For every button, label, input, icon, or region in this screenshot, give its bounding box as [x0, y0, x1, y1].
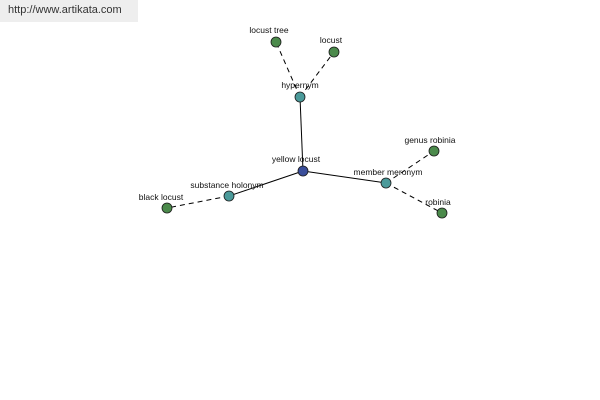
- node-genus-robinia[interactable]: [428, 145, 440, 157]
- node-locust-tree[interactable]: [270, 36, 282, 48]
- edge-member-meronym-to-genus-robinia: [385, 150, 435, 184]
- node-substance-holonym[interactable]: [223, 190, 235, 202]
- edge-yellow-locust-to-member-meronym: [302, 170, 387, 184]
- node-locust[interactable]: [328, 46, 340, 58]
- labels-layer: yellow locust hypernym locust tree locust me…: [139, 25, 456, 207]
- node-label-locust[interactable]: locust: [320, 35, 343, 45]
- node-robinia[interactable]: [436, 207, 448, 219]
- node-yellow-locust[interactable]: [297, 165, 309, 177]
- node-member-meronym[interactable]: [380, 177, 392, 189]
- edge-hypernym-to-locust-tree: [275, 41, 301, 98]
- nodes-layer: [161, 36, 448, 219]
- edge-yellow-locust-to-hypernym: [299, 96, 304, 172]
- edges-layer: [166, 41, 443, 214]
- node-label-substance-holonym[interactable]: substance holonym: [190, 180, 263, 190]
- watermark-url: http://www.artikata.com: [0, 0, 138, 22]
- edge-hypernym-to-locust: [299, 51, 335, 98]
- edge-yellow-locust-to-substance-holonym: [228, 170, 304, 197]
- edge-substance-holonym-to-black-locust: [166, 195, 230, 209]
- edge-member-meronym-to-robinia: [385, 182, 443, 214]
- node-label-black-locust[interactable]: black locust: [139, 192, 184, 202]
- node-label-genus-robinia[interactable]: genus robinia: [404, 135, 455, 145]
- node-label-locust-tree[interactable]: locust tree: [249, 25, 288, 35]
- node-black-locust[interactable]: [161, 202, 173, 214]
- node-label-yellow-locust[interactable]: yellow locust: [272, 154, 321, 164]
- node-label-hypernym[interactable]: hypernym: [281, 80, 318, 90]
- node-hypernym[interactable]: [294, 91, 306, 103]
- node-label-robinia[interactable]: robinia: [425, 197, 451, 207]
- node-label-member-meronym[interactable]: member meronym: [354, 167, 423, 177]
